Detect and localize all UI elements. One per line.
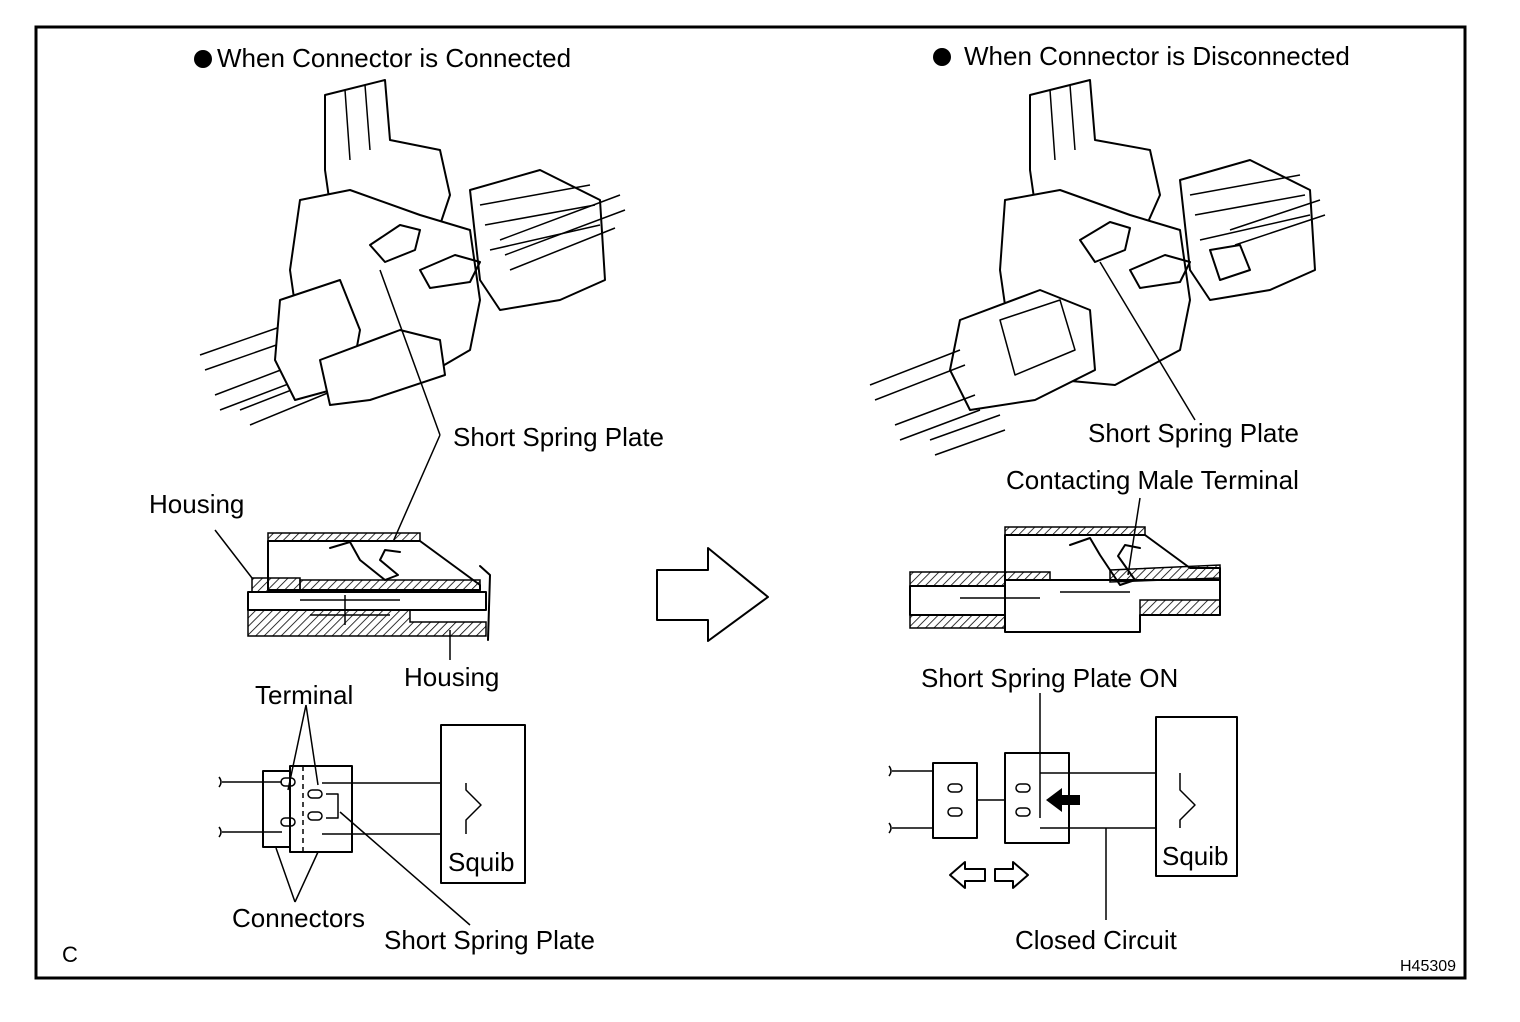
contact-arrow-icon [1046,788,1080,812]
label-short-spring-plate-on: Short Spring Plate ON [921,663,1178,693]
label-contacting-male-terminal: Contacting Male Terminal [1006,465,1299,495]
label-short-spring-plate-top-left: Short Spring Plate [453,422,664,452]
right-arrow-icon [994,861,1029,889]
corner-letter: C [62,942,78,967]
label-housing-lower: Housing [404,662,499,692]
right-title: When Connector is Disconnected [964,41,1350,71]
connected-connector-illustration [199,79,626,561]
left-arrow-icon [949,861,986,889]
bullet-icon [194,50,212,68]
squib-box [1155,716,1238,877]
label-squib-left: Squib [448,847,515,877]
label-closed-circuit: Closed Circuit [1015,925,1178,955]
label-short-spring-plate-bottom-left: Short Spring Plate [384,925,595,955]
label-squib-right: Squib [1162,841,1229,871]
bullet-icon [933,48,951,66]
label-housing-upper: Housing [149,489,244,519]
connected-circuit [218,704,526,926]
disconnected-circuit [888,693,1238,920]
label-short-spring-plate-top-right: Short Spring Plate [1088,418,1299,448]
transition-arrow-icon [656,547,769,642]
left-title: When Connector is Connected [217,43,571,73]
squib-box [440,724,526,884]
label-terminal: Terminal [255,680,353,710]
disconnected-connector-illustration [869,79,1326,456]
connected-cross-section [214,529,491,660]
figure-frame [34,25,1467,980]
figure-code: H45309 [1400,958,1456,975]
disconnected-cross-section [909,497,1221,633]
label-connectors: Connectors [232,903,365,933]
